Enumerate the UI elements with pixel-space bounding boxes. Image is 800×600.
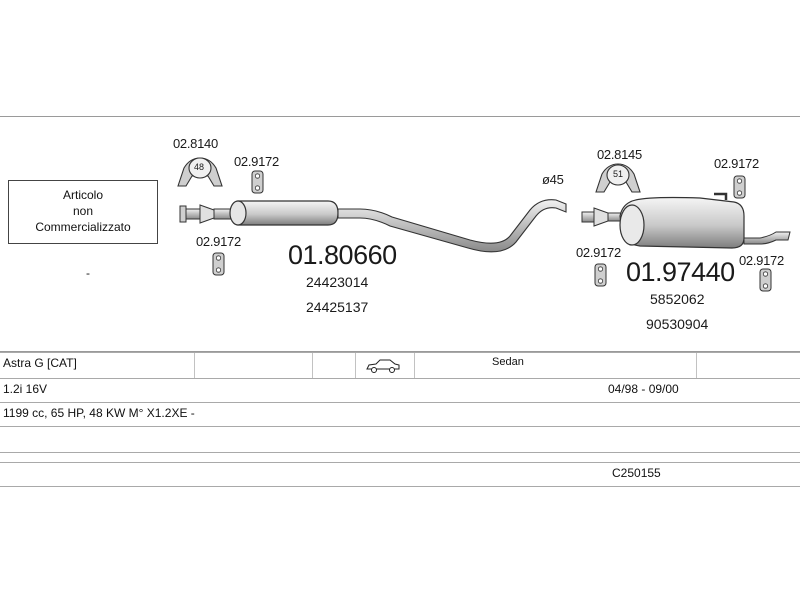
cell-divider [312,353,313,379]
note-line-2: non [72,204,94,218]
rear-clamp-drawing [595,163,641,193]
bottom-frame-line [0,351,800,352]
vehicle-row-model: Astra G [CAT] Sedan [0,352,800,379]
rear-silencer-code: 01.97440 [626,257,735,287]
rubber-hanger-3 [594,263,607,287]
front-clamp-size-label: 48 [194,162,205,172]
front-silencer-oem-1: 24423014 [306,274,369,290]
rear-rubber-right-code: 02.9172 [739,253,784,268]
vehicle-row-end [0,486,800,488]
note-line-3: Commercializzato [35,220,131,234]
top-frame-line [0,116,800,117]
engine-cell: 1.2i 16V [3,382,48,396]
vehicle-row-catalog: C250155 [0,462,800,487]
rubber-hanger-4 [733,175,746,199]
rear-rubber-top-code: 02.9172 [714,156,759,171]
middle-pipe-drawing [337,199,567,253]
rear-clamp-code: 02.8145 [597,147,642,162]
cell-divider [414,353,415,379]
vehicle-row-spec: 1199 cc, 65 HP, 48 KW M° X1.2XE - [0,402,800,427]
front-clamp-drawing [177,157,223,187]
vehicle-row-empty-2 [0,452,800,463]
spec-cell: 1199 cc, 65 HP, 48 KW M° X1.2XE - [3,406,195,420]
front-silencer-drawing [229,200,339,226]
body-type-cell: Sedan [492,356,524,368]
front-silencer-code: 01.80660 [288,240,397,270]
years-cell: 04/98 - 09/00 [608,382,679,396]
note-line-1: Articolo [62,188,103,202]
rear-rubber-left-code: 02.9172 [576,245,621,260]
front-rubber-top-code: 02.9172 [234,154,279,169]
cell-divider [696,353,697,379]
sedan-car-icon [366,358,400,377]
front-silencer-oem-2: 24425137 [306,299,369,315]
rubber-hanger-5 [759,268,772,292]
rear-inlet-pipe [581,207,623,227]
model-cell: Astra G [CAT] [3,356,77,370]
front-clamp-code: 02.8140 [173,136,218,151]
vehicle-row-empty-1 [0,426,800,453]
rear-silencer-oem-1: 5852062 [650,291,705,307]
rear-clamp-size-label: 51 [613,169,624,179]
not-commercialized-note: Articolo non Commercializzato [8,180,158,244]
front-pipe-connector [179,204,233,224]
rear-silencer-oem-2: 90530904 [646,316,709,332]
rubber-hanger-2 [212,252,225,276]
vehicle-row-engine: 1.2i 16V 04/98 - 09/00 [0,378,800,403]
rear-silencer-drawing [619,192,791,249]
catalog-code-cell: C250155 [612,466,661,480]
dash-mark: - [86,266,90,280]
rubber-hanger-1 [251,170,264,194]
cell-divider [194,353,195,379]
front-rubber-bottom-code: 02.9172 [196,234,241,249]
pipe-diameter-label: ø45 [542,172,564,187]
cell-divider [355,353,356,379]
